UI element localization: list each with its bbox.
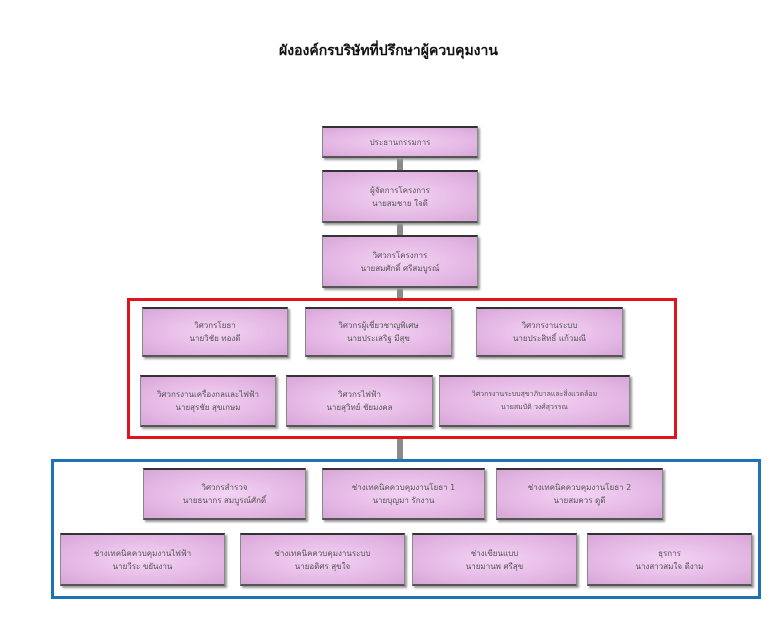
- role-label: วิศวกรงานเครื่องกลและไฟฟ้า: [156, 390, 260, 399]
- person-name: นายสุรชัย สุขเกษม: [175, 403, 241, 412]
- person-name: นายประเสริฐ มีสุข: [347, 334, 410, 343]
- org-box-chairman: ประธานกรรมการ: [322, 126, 478, 158]
- person-name: นายอดิศร สุขใจ: [294, 561, 351, 571]
- role-label: ธุรการ: [658, 548, 681, 558]
- role-label: ช่างเทคนิคควบคุมงานโยธา 1: [351, 483, 456, 492]
- role-label: วิศวกรโครงการ: [372, 250, 428, 260]
- person-name: นายมานพ ศรีสุข: [465, 561, 524, 571]
- org-box-engineer: วิศวกรงานระบบสุขาภิบาลและสิ่งแวดล้อมนายส…: [439, 375, 630, 427]
- org-box-staff: ช่างเทคนิคควบคุมงานโยธา 2 นายสมควร ดูดี: [496, 468, 663, 520]
- role-label: วิศวกรไฟฟ้า: [337, 390, 382, 399]
- staff-group-frame: [51, 459, 761, 599]
- role-label: วิศวกรผู้เชี่ยวชาญพิเศษ: [338, 321, 419, 330]
- org-box-staff: ช่างเทคนิคควบคุมงานไฟฟ้านายวีระ ขยันงาน: [60, 533, 225, 586]
- role-label: ช่างเทคนิคควบคุมงานโยธา 2: [527, 483, 632, 492]
- person-name: นายวีระ ขยันงาน: [112, 561, 173, 571]
- org-box-project-manager: ผู้จัดการโครงการ นายสมชาย ใจดี: [322, 170, 478, 223]
- person-name: นายสมชาย ใจดี: [372, 198, 428, 208]
- org-box-engineer: วิศวกรงานระบบนายประสิทธิ์ แก้วมณี: [476, 307, 623, 357]
- role-label: ช่างเขียนแบบ: [470, 548, 519, 558]
- engineers-group-frame: [127, 298, 677, 439]
- connector-line: [397, 437, 403, 460]
- connector-line: [397, 157, 403, 171]
- person-name: นายสุวิทย์ ชัยมงคล: [326, 403, 393, 412]
- role-label: วิศวกรงานระบบ: [521, 321, 578, 330]
- page-title: ผังองค์กรบริษัทที่ปรึกษาผู้ควบคุมงาน: [279, 43, 498, 59]
- role-label: ช่างเทคนิคควบคุมงานระบบ: [274, 548, 371, 558]
- role-label: ช่างเทคนิคควบคุมงานไฟฟ้า: [93, 548, 192, 558]
- role-label: วิศวกรโยธา: [194, 321, 236, 330]
- person-name: นางสาวสมใจ ดีงาม: [635, 561, 704, 571]
- person-name: นายสมบัติ วงศ์สุวรรณ: [501, 403, 568, 411]
- org-box-engineer: วิศวกรผู้เชี่ยวชาญพิเศษนายประเสริฐ มีสุข: [305, 307, 452, 357]
- person-name: นายบุญมา รักงาน: [372, 496, 435, 505]
- org-box-staff: ช่างเทคนิคควบคุมงานโยธา 1 นายบุญมา รักงาน: [322, 468, 485, 520]
- org-box-staff: ช่างเขียนแบบนายมานพ ศรีสุข: [412, 533, 577, 586]
- person-name: นายวิชัย ทองดี: [189, 334, 241, 343]
- role-label: วิศวกรงานระบบสุขาภิบาลและสิ่งแวดล้อม: [471, 390, 598, 398]
- person-name: นายสมควร ดูดี: [553, 496, 606, 505]
- role-label: วิศวกรสำรวจ: [201, 483, 248, 492]
- org-box-staff: ช่างเทคนิคควบคุมงานระบบนายอดิศร สุขใจ: [240, 533, 405, 586]
- role-label: ผู้จัดการโครงการ: [370, 185, 430, 195]
- person-name: นายสมศักดิ์ ศรีสมบูรณ์: [360, 263, 440, 273]
- org-box-engineer: วิศวกรงานเครื่องกลและไฟฟ้านายสุรชัย สุขเ…: [140, 375, 276, 427]
- org-box-project-engineer: วิศวกรโครงการ นายสมศักดิ์ ศรีสมบูรณ์: [322, 235, 478, 288]
- person-name: นายประสิทธิ์ แก้วมณี: [512, 334, 587, 343]
- org-box-engineer: วิศวกรโยธานายวิชัย ทองดี: [142, 307, 288, 357]
- org-box-engineer: วิศวกรไฟฟ้านายสุวิทย์ ชัยมงคล: [286, 375, 433, 427]
- role-label: ประธานกรรมการ: [369, 137, 431, 147]
- org-box-staff: ธุรการนางสาวสมใจ ดีงาม: [587, 533, 752, 586]
- person-name: นายธนากร สมบูรณ์ศักดิ์: [182, 496, 267, 505]
- org-box-staff: วิศวกรสำรวจนายธนากร สมบูรณ์ศักดิ์: [143, 468, 306, 520]
- connector-line: [397, 222, 403, 236]
- connector-line: [397, 287, 403, 299]
